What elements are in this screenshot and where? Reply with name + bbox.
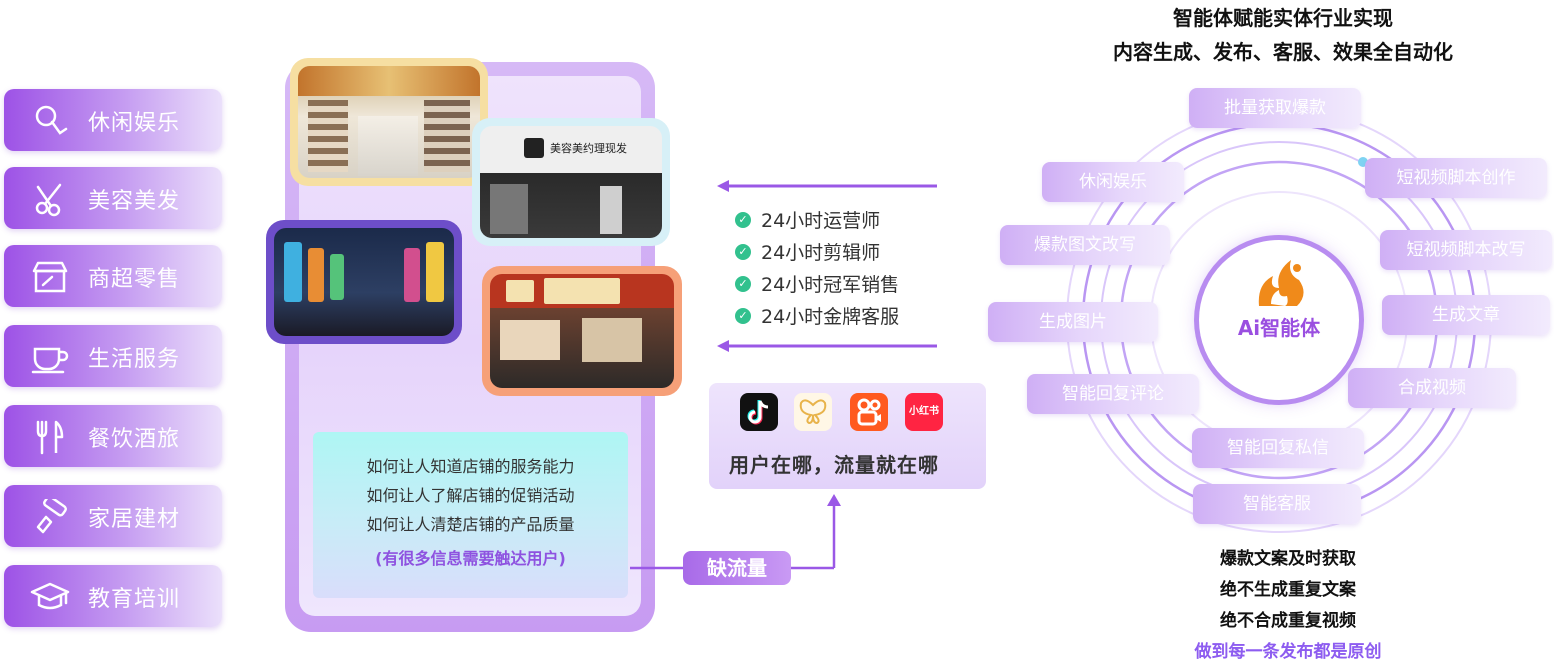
connector-lines [630, 494, 841, 570]
category-label: 商超零售 [88, 267, 181, 292]
platform-caption: 用户在哪，流量就在哪 [729, 453, 939, 477]
graduation-cap-icon [30, 582, 70, 610]
store-icon [32, 261, 68, 293]
check-icon: ✓ [735, 243, 751, 260]
feature-pill: 短视频脚本创作 [1365, 158, 1547, 198]
scissors-icon [35, 183, 62, 217]
right-title-line1: 智能体赋能实体行业实现 [1173, 6, 1393, 30]
category-education[interactable]: 教育培训 [4, 565, 222, 627]
category-label: 餐饮酒旅 [88, 427, 181, 452]
check-item: ✓24小时剪辑师 [735, 238, 880, 265]
info-box: 如何让人知道店铺的服务能力 如何让人了解店铺的促销活动 如何让人清楚店铺的产品质… [313, 432, 628, 598]
category-leisure[interactable]: 休闲娱乐 [4, 89, 222, 151]
category-label: 家居建材 [88, 507, 181, 532]
bottom-line: 绝不生成重复文案 [1220, 580, 1356, 600]
fork-knife-icon [36, 420, 64, 455]
salon-sign: 美容美约理现发 [550, 142, 627, 155]
xiaohongshu-icon[interactable]: 小红书 [905, 393, 943, 431]
kuaishou-icon[interactable] [850, 393, 888, 431]
category-life-service[interactable]: 生活服务 [4, 325, 222, 387]
category-label: 休闲娱乐 [88, 111, 181, 136]
category-retail[interactable]: 商超零售 [4, 245, 222, 307]
info-highlight: (有很多信息需要触达用户) [375, 549, 566, 568]
feature-pill: 智能回复私信 [1192, 428, 1364, 468]
info-line: 如何让人了解店铺的促销活动 [366, 486, 575, 505]
category-label: 教育培训 [88, 587, 181, 612]
check-item: ✓24小时运营师 [735, 206, 880, 233]
check-item: ✓24小时金牌客服 [735, 302, 899, 329]
ai-agent-label: Ai智能体 [1237, 316, 1321, 340]
feature-pill: 生成文章 [1382, 295, 1550, 335]
feature-pill: 短视频脚本改写 [1380, 230, 1552, 270]
bottom-line: 绝不合成重复视频 [1220, 611, 1356, 631]
check-icon: ✓ [735, 211, 751, 228]
category-home-building[interactable]: 家居建材 [4, 485, 222, 547]
cup-icon [31, 347, 69, 374]
feature-pill: 合成视频 [1348, 368, 1516, 408]
info-line: 如何让人知道店铺的服务能力 [366, 457, 575, 476]
info-line: 如何让人清楚店铺的产品质量 [366, 515, 575, 534]
feature-pill: 生成图片 [988, 302, 1158, 342]
photo-restaurant [482, 266, 682, 396]
ai-flame-logo-icon [1258, 260, 1304, 306]
feature-pill: 智能回复评论 [1027, 374, 1199, 414]
category-label: 生活服务 [88, 347, 181, 372]
salon-logo-icon [524, 138, 544, 158]
category-catering[interactable]: 餐饮酒旅 [4, 405, 222, 467]
photo-supermarket [290, 58, 488, 186]
check-icon: ✓ [735, 307, 751, 324]
feature-pill: 智能客服 [1193, 484, 1361, 524]
right-title-line2: 内容生成、发布、客服、效果全自动化 [1113, 40, 1453, 64]
bottom-line: 爆款文案及时获取 [1220, 549, 1356, 569]
category-beauty[interactable]: 美容美发 [4, 167, 222, 229]
flow-arrows [717, 180, 937, 352]
bottom-highlight: 做到每一条发布都是原创 [1194, 642, 1382, 662]
photo-arcade [266, 220, 462, 344]
lack-traffic-badge: 缺流量 [683, 551, 791, 585]
check-icon: ✓ [735, 275, 751, 292]
platform-panel: 小红书 用户在哪，流量就在哪 [709, 383, 986, 489]
paint-roller-icon [36, 499, 67, 534]
butterfly-icon[interactable] [794, 393, 832, 431]
check-item: ✓24小时冠军销售 [735, 270, 899, 297]
ai-agent-badge: Ai智能体 [1199, 240, 1359, 400]
feature-pill: 批量获取爆款 [1189, 88, 1361, 128]
feature-pill: 休闲娱乐 [1042, 162, 1184, 202]
category-label: 美容美发 [88, 189, 181, 214]
photo-salon: 美容美约理现发 [472, 118, 670, 246]
tiktok-icon[interactable] [740, 393, 778, 431]
leisure-icon [35, 105, 68, 135]
feature-pill: 爆款图文改写 [1000, 225, 1170, 265]
